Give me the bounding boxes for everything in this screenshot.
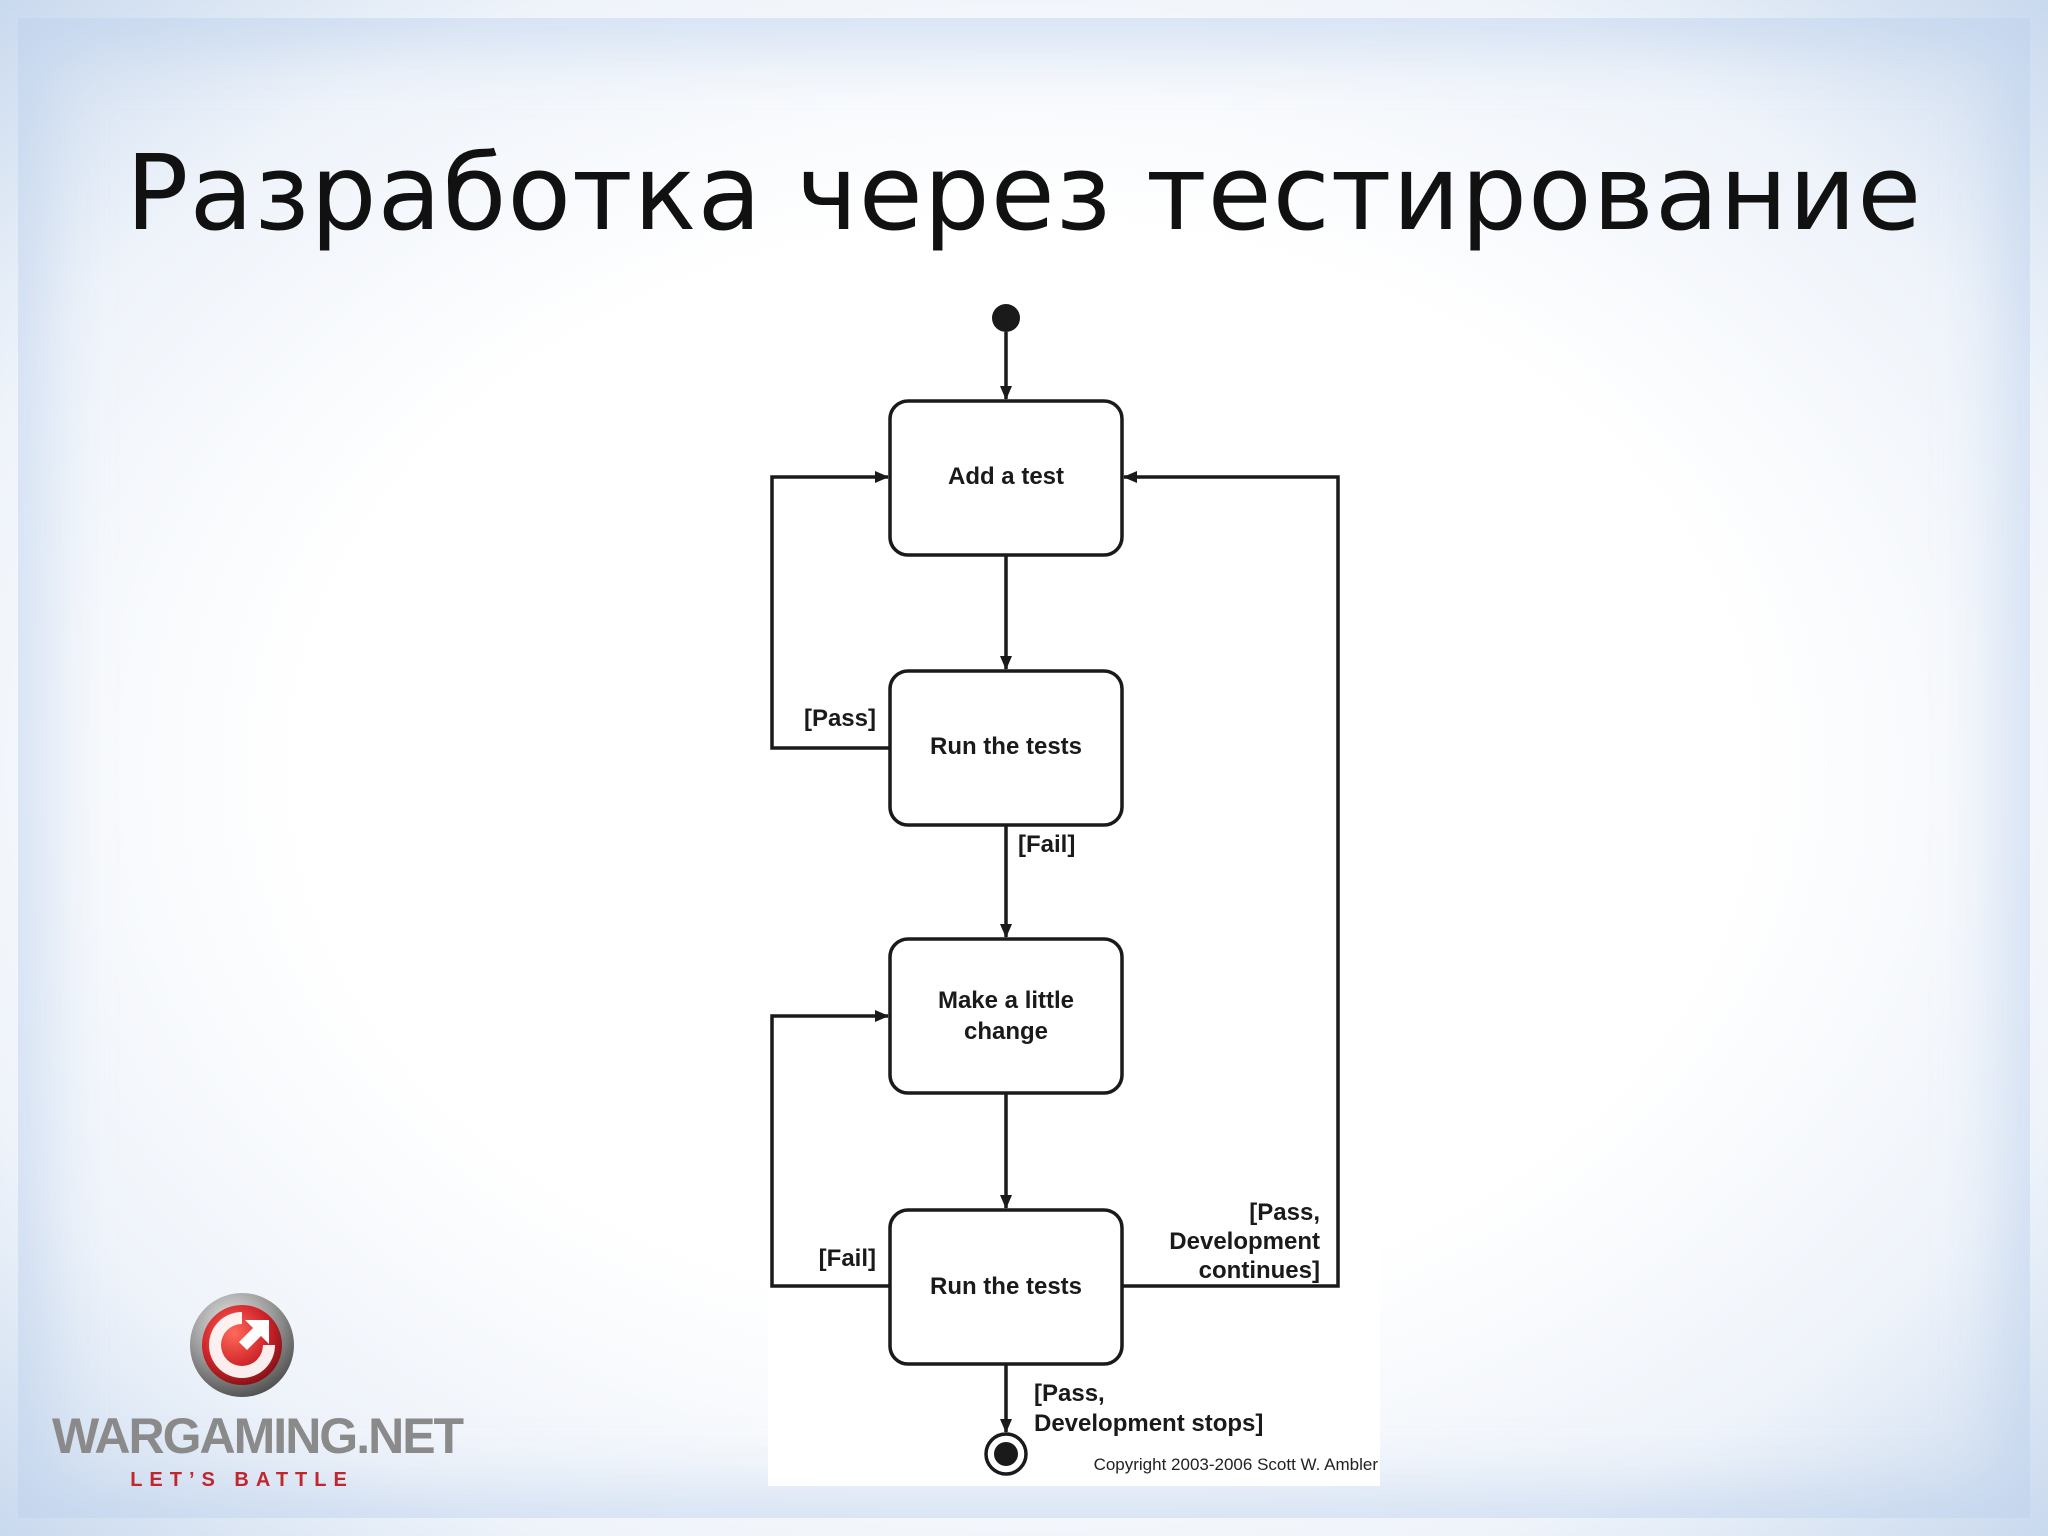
copyright-notice: Copyright 2003-2006 Scott W. Ambler — [1094, 1455, 1379, 1474]
edge-pass-loop-back-to-add-test — [770, 471, 890, 750]
node-make-a-little-change: Make a little change — [888, 937, 1124, 1095]
node-run-the-tests-1: Run the tests — [888, 669, 1124, 827]
edge-pass-continue-to-add-test — [1122, 471, 1340, 1288]
node-make-change-label-line2: change — [964, 1018, 1048, 1045]
guard-pass-continue-line3: continues] — [1199, 1257, 1320, 1284]
node-run-the-tests-2: Run the tests — [888, 1208, 1124, 1366]
tdd-activity-diagram: Add a test Run the tests Make a little c… — [768, 302, 1380, 1486]
guard-fail-label-2: [Fail] — [819, 1245, 876, 1272]
guard-pass-stop-line2: Development stops] — [1034, 1410, 1263, 1437]
guard-pass-stop-line1: [Pass, — [1034, 1380, 1105, 1407]
diagram-canvas: Add a test Run the tests Make a little c… — [770, 304, 1379, 1476]
node-run-the-tests-1-label: Run the tests — [930, 733, 1082, 760]
logo-tagline: LET’S BATTLE — [130, 1469, 354, 1491]
wargaming-emblem-icon — [190, 1293, 294, 1397]
final-node — [984, 1432, 1028, 1476]
logo-wordmark: WARGAMING.NET — [52, 1408, 464, 1464]
initial-node — [992, 304, 1020, 332]
guard-fail-label-1: [Fail] — [1018, 831, 1075, 858]
wargaming-logo: WARGAMING.NET LET’S BATTLE — [52, 1290, 464, 1500]
node-run-the-tests-2-label: Run the tests — [930, 1273, 1082, 1300]
guard-pass-continue-line1: [Pass, — [1249, 1199, 1320, 1226]
guard-pass-label: [Pass] — [804, 705, 876, 732]
node-add-a-test-label: Add a test — [948, 463, 1064, 490]
slide-title: Разработка через тестирование — [125, 132, 1923, 254]
node-make-change-label-line1: Make a little — [938, 987, 1074, 1014]
node-add-a-test: Add a test — [888, 399, 1124, 557]
edge-fail-loop-back-to-change — [770, 1010, 890, 1288]
guard-pass-continue-line2: Development — [1169, 1228, 1320, 1255]
